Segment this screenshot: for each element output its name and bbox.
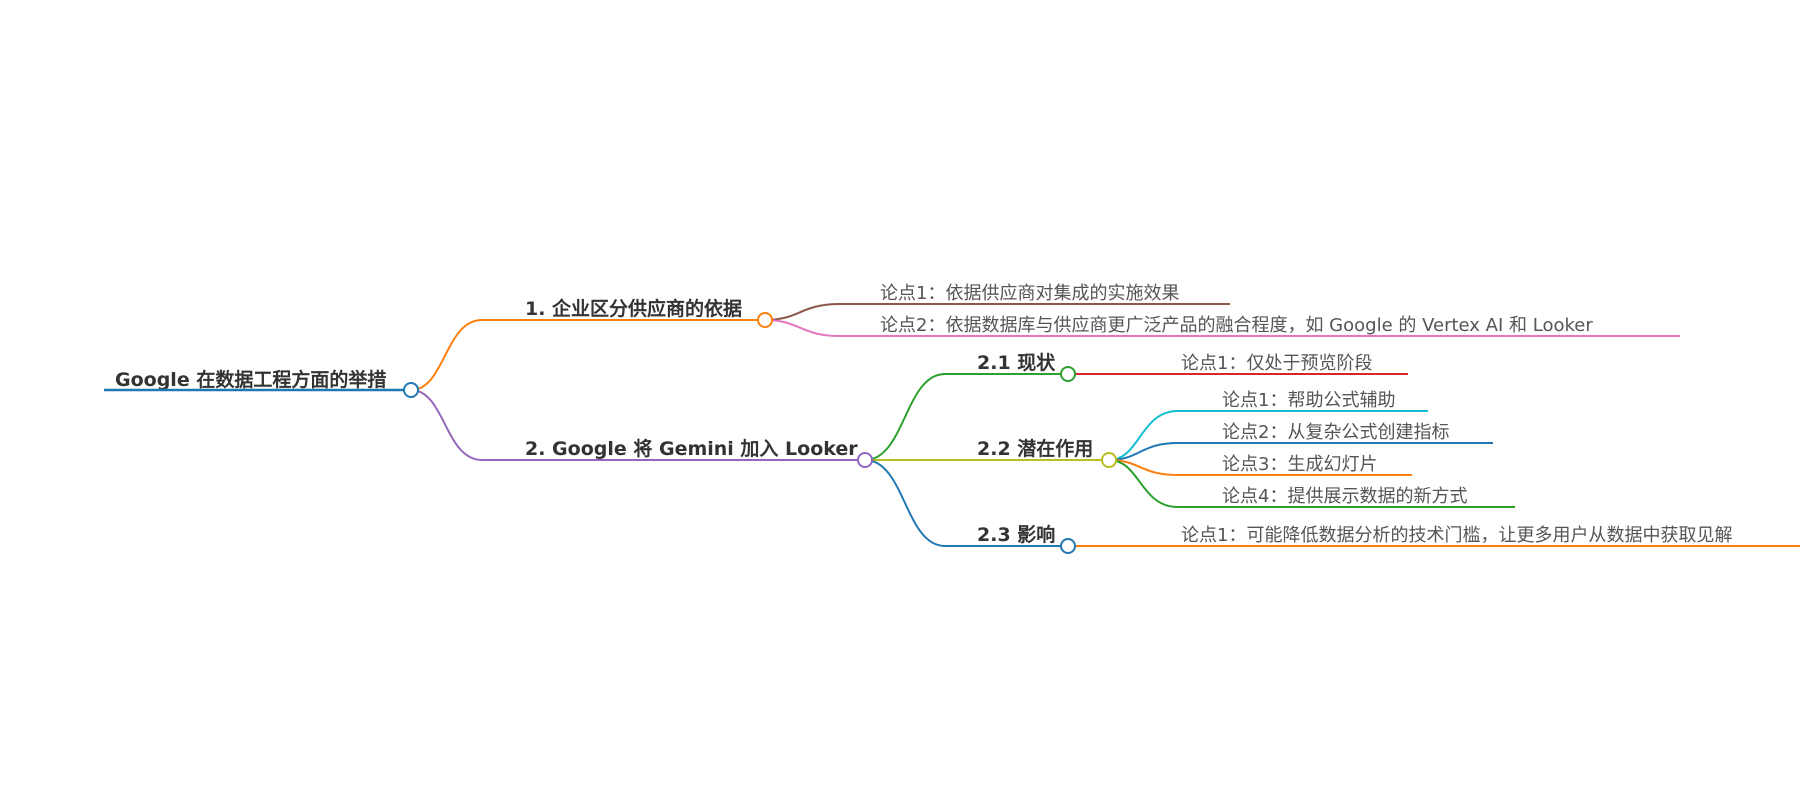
sub-2-1-label: 2.1 现状 [977, 351, 1056, 374]
leaf-label: 论点1：可能降低数据分析的技术门槛，让更多用户从数据中获取见解 [1181, 525, 1732, 546]
root-label: Google 在数据工程方面的举措 [115, 368, 386, 391]
connector-branch-2 [410, 389, 483, 461]
sub-2-2-leaf-4[interactable]: 论点4：提供展示数据的新方式 [1178, 486, 1515, 508]
leaf-label: 论点4：提供展示数据的新方式 [1222, 486, 1467, 507]
sub-2-3-label: 2.3 影响 [977, 523, 1055, 546]
root-node[interactable]: Google 在数据工程方面的举措 [104, 368, 411, 392]
branch-1-leaf-1[interactable]: 论点1：依据供应商对集成的实施效果 [840, 283, 1230, 305]
leaf-label: 论点1：帮助公式辅助 [1222, 390, 1395, 411]
branch-1-label: 1. 企业区分供应商的依据 [525, 297, 742, 320]
sub-2-2-collapse-toggle[interactable] [1101, 452, 1117, 468]
connector-branch-1-leaf-1 [764, 303, 841, 321]
sub-2-3-leaf-1[interactable]: 论点1：可能降低数据分析的技术门槛，让更多用户从数据中获取见解 [1068, 525, 1800, 547]
sub-2-2-leaf-1[interactable]: 论点1：帮助公式辅助 [1178, 390, 1428, 412]
sub-2-3-collapse-toggle[interactable] [1060, 538, 1076, 554]
connector-branch-1-leaf-2 [764, 319, 841, 337]
sub-2-1-collapse-toggle[interactable] [1060, 366, 1076, 382]
sub-2-2-node[interactable]: 2.2 潜在作用 [945, 437, 1109, 461]
sub-2-2-leaf-2[interactable]: 论点2：从复杂公式创建指标 [1178, 422, 1493, 444]
sub-2-2-leaf-3[interactable]: 论点3：生成幻灯片 [1178, 454, 1412, 476]
sub-2-1-leaf-1[interactable]: 论点1：仅处于预览阶段 [1068, 353, 1408, 375]
connector-sub-2-2-leaf-1 [1108, 410, 1179, 461]
leaf-label: 论点1：依据供应商对集成的实施效果 [880, 283, 1179, 304]
leaf-label: 论点2：从复杂公式创建指标 [1222, 422, 1449, 443]
sub-2-3-node[interactable]: 2.3 影响 [945, 523, 1068, 547]
connector-sub-2-2-leaf-4 [1108, 459, 1179, 508]
branch-1-leaf-2[interactable]: 论点2：依据数据库与供应商更广泛产品的融合程度，如 Google 的 Verte… [840, 315, 1680, 337]
branch-2-collapse-toggle[interactable] [857, 452, 873, 468]
leaf-label: 论点2：依据数据库与供应商更广泛产品的融合程度，如 Google 的 Verte… [880, 315, 1593, 336]
connector-sub-2-3 [864, 459, 946, 547]
root-collapse-toggle[interactable] [403, 382, 419, 398]
sub-2-2-label: 2.2 潜在作用 [977, 437, 1093, 460]
leaf-label: 论点3：生成幻灯片 [1222, 454, 1377, 475]
connector-sub-2-1 [864, 373, 946, 461]
connector-branch-1 [410, 319, 483, 391]
branch-1-node[interactable]: 1. 企业区分供应商的依据 [482, 297, 765, 321]
branch-1-collapse-toggle[interactable] [757, 312, 773, 328]
leaf-label: 论点1：仅处于预览阶段 [1181, 353, 1372, 374]
branch-2-label: 2. Google 将 Gemini 加入 Looker [525, 437, 858, 460]
sub-2-1-node[interactable]: 2.1 现状 [945, 351, 1068, 375]
branch-2-node[interactable]: 2. Google 将 Gemini 加入 Looker [482, 437, 865, 461]
